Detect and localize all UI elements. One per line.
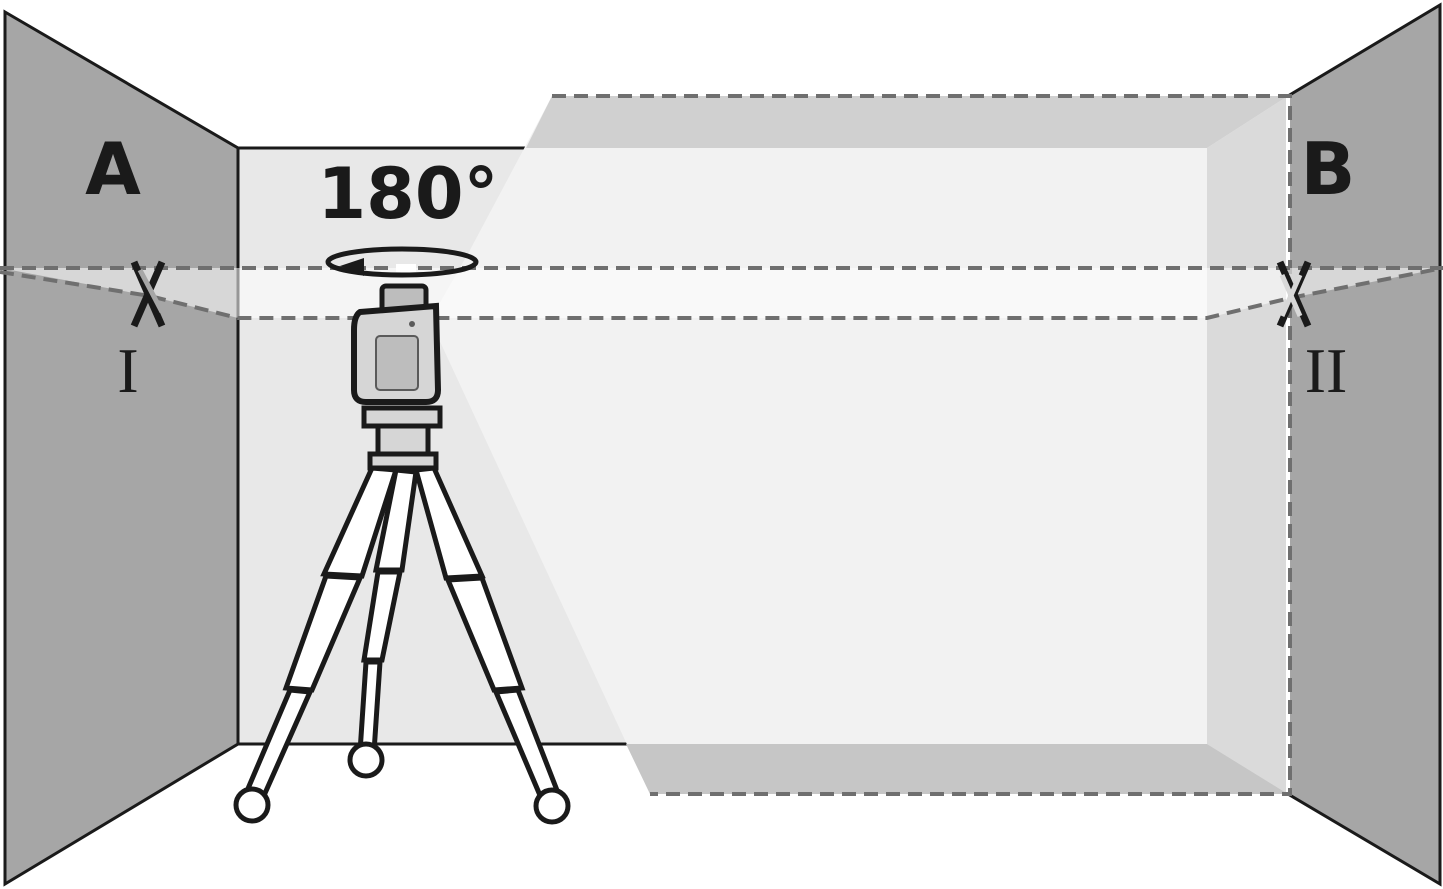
mark-two-label: II: [1305, 335, 1348, 406]
laser-beam: [0, 266, 1443, 320]
rotation-label: 180°: [317, 153, 498, 235]
laser-level-device: [351, 283, 442, 405]
dashed-outline: [552, 94, 1292, 796]
rotation-arrow-icon: [325, 246, 479, 278]
left-wall-a: [3, 9, 240, 887]
wall-a-label: A: [85, 127, 141, 211]
mark-one-label: I: [117, 335, 138, 406]
tripod-legs: [233, 465, 571, 825]
mark-ii-cross-icon: [1276, 260, 1312, 328]
tripod-head: [361, 405, 443, 471]
wall-b-label: B: [1301, 127, 1356, 211]
mark-i-cross-icon: [130, 260, 166, 328]
